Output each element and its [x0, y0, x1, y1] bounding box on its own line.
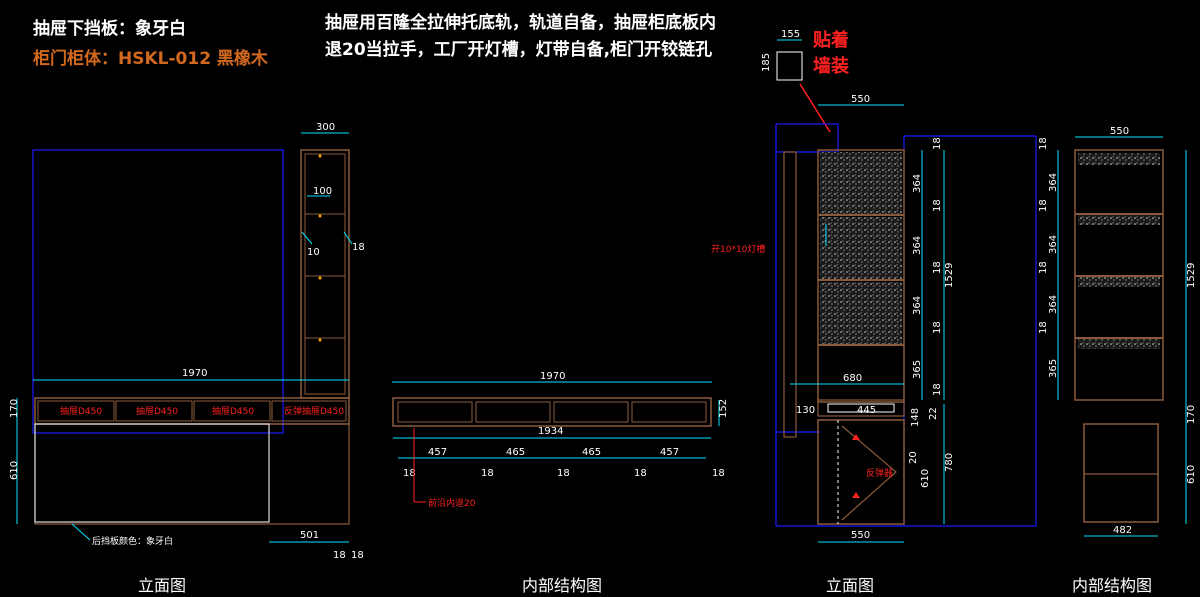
light-slot-note: 开10*10灯槽	[711, 243, 765, 255]
wall-mount-detail	[776, 51, 803, 81]
dim-152: 152	[718, 399, 729, 418]
dim-130: 130	[796, 405, 815, 416]
dim-100: 100	[313, 186, 332, 197]
back-panel	[34, 423, 270, 523]
dim-155: 155	[781, 29, 800, 40]
dim-18: 18	[403, 468, 416, 479]
dim-501: 501	[300, 530, 319, 541]
view3-elevation: 155 185 550 1529	[711, 29, 1037, 543]
dim-148: 148	[910, 408, 921, 427]
dim-364: 364	[912, 296, 923, 315]
dim-185: 185	[761, 53, 772, 72]
dim-18: 18	[1038, 137, 1049, 150]
cabinet-material-note: 柜门柜体：HSKL-012 黑橡木	[33, 49, 268, 69]
dim-20: 20	[908, 451, 919, 464]
dim-1529: 1529	[1186, 263, 1197, 288]
dim-365: 365	[1048, 359, 1059, 378]
dim-465: 465	[582, 447, 601, 458]
drawer-label: 抽屉D450	[212, 405, 254, 417]
base-cabinet	[34, 423, 350, 525]
wall-outline	[32, 149, 284, 434]
view2-internal: 1970 152 1934 457 465 465 457 18 18 18 1…	[392, 371, 729, 509]
dim-780: 780	[944, 453, 955, 472]
dim-18: 18	[1038, 321, 1049, 334]
dim-18: 18	[352, 242, 365, 253]
lower-cabinet	[817, 419, 905, 525]
lower-cabinet-internal	[1083, 423, 1159, 523]
wall-mount-note: 贴着墙装	[813, 30, 849, 77]
dim-364: 364	[1048, 235, 1059, 254]
dim-550: 550	[851, 94, 870, 105]
drawer-label: 反弹抽屉D450	[284, 405, 344, 417]
dim-170: 170	[1186, 405, 1197, 424]
dim-550: 550	[851, 530, 870, 541]
back-panel-note: 后挡板颜色：象牙白	[92, 535, 173, 547]
drawer-baffle-note: 抽屉下挡板：象牙白	[33, 19, 186, 39]
dim-1970: 1970	[540, 371, 565, 382]
dim-364: 364	[912, 174, 923, 193]
view-label-internal-2: 内部结构图	[1072, 576, 1153, 595]
dim-1934: 1934	[538, 426, 563, 437]
dim-18: 18	[1038, 199, 1049, 212]
dim-18: 18	[932, 261, 943, 274]
hardware-note: 抽屉用百隆全拉伸托底轨，轨道自备，抽屉柜底板内退20当拉手，工厂开灯槽，灯带自备…	[325, 13, 716, 60]
dim-10: 10	[307, 247, 320, 258]
dim-18: 18	[1038, 261, 1049, 274]
view-label-elevation-2: 立面图	[826, 576, 875, 595]
dim-364: 364	[1048, 295, 1059, 314]
dim-457: 457	[428, 447, 447, 458]
view-label-internal-1: 内部结构图	[522, 576, 603, 595]
dim-18: 18	[634, 468, 647, 479]
upper-cabinet	[817, 149, 905, 403]
view-label-elevation-1: 立面图	[138, 576, 187, 595]
dim-364: 364	[1048, 173, 1059, 192]
dim-300: 300	[316, 122, 335, 133]
dim-610: 610	[1186, 465, 1197, 484]
drawer-label: 抽屉D450	[136, 405, 178, 417]
front-recess-note: 前沿内退20	[428, 497, 476, 509]
dim-457: 457	[660, 447, 679, 458]
dim-365: 365	[912, 360, 923, 379]
dim-18-b: 18	[351, 550, 364, 561]
dim-18: 18	[932, 321, 943, 334]
dim-18-a: 18	[333, 550, 346, 561]
dim-445: 445	[857, 405, 876, 416]
dim-364: 364	[912, 236, 923, 255]
drawer-label: 抽屉D450	[60, 405, 102, 417]
dim-482: 482	[1113, 525, 1132, 536]
dim-550: 550	[1110, 126, 1129, 137]
dim-1529: 1529	[944, 263, 955, 288]
dim-18: 18	[932, 383, 943, 396]
dim-610: 610	[920, 469, 931, 488]
dim-18: 18	[712, 468, 725, 479]
view1-elevation: 抽屉D450 抽屉D450 抽屉D450 反弹抽屉D450 300 100 10…	[9, 122, 365, 561]
dim-610: 610	[9, 461, 20, 480]
dim-18: 18	[932, 137, 943, 150]
dim-22: 22	[928, 407, 939, 420]
dim-18: 18	[481, 468, 494, 479]
dim-18: 18	[932, 199, 943, 212]
dim-1970: 1970	[182, 368, 207, 379]
dim-18: 18	[557, 468, 570, 479]
rebound-device-label: 反弹器	[866, 467, 893, 479]
dim-465: 465	[506, 447, 525, 458]
drawer-box	[392, 397, 712, 427]
view4-internal: 550 364 364 364 365 18 18 18 18 1529 170	[1038, 126, 1197, 537]
dim-170: 170	[9, 399, 20, 418]
dim-680: 680	[843, 373, 862, 384]
